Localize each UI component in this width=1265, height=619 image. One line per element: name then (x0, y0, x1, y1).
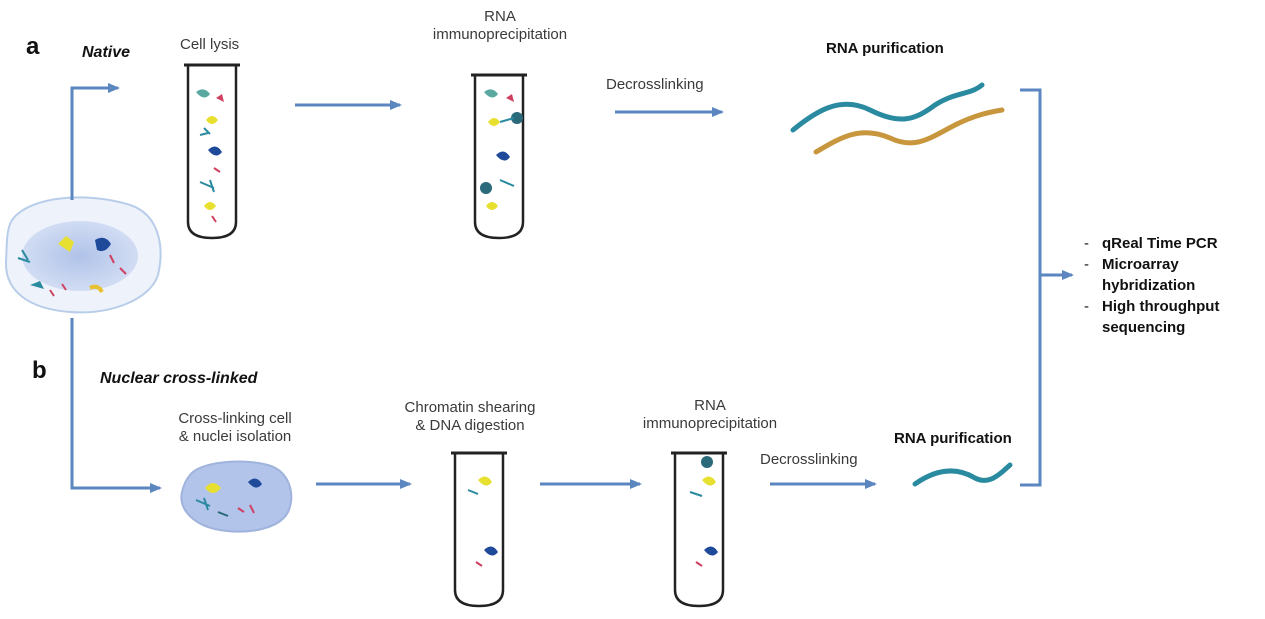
label-rna-ip-a: RNA immunoprecipitation (432, 8, 568, 43)
tube-rna-ip-a (471, 73, 527, 240)
panel-b-title: Nuclear cross-linked (100, 370, 258, 387)
list-item: -Microarray hybridization (1084, 256, 1196, 294)
label-rna-ip-b: RNA immunoprecipitation (642, 397, 778, 432)
tube-cell-lysis (184, 63, 240, 240)
downstream-analysis-list: -qReal Time PCR -Microarray hybridizatio… (1082, 233, 1219, 338)
panel-b-letter: b (32, 357, 47, 384)
merge-bracket (1020, 88, 1074, 487)
purified-rna-strand-b (912, 462, 1013, 487)
panel-a-letter: a (26, 33, 40, 60)
purified-rna-strands-a (790, 82, 1005, 155)
panel-b-graphics (180, 451, 1013, 608)
crosslinked-nucleus (180, 460, 293, 533)
panel-a-title: Native (82, 44, 131, 61)
label-chromatin-shearing: Chromatin shearing & DNA digestion (404, 399, 536, 434)
branch-connectors (70, 83, 162, 493)
list-item: -qReal Time PCR (1084, 235, 1218, 252)
label-decrosslinking-a: Decrosslinking (606, 76, 704, 93)
panel-a-graphics (184, 63, 1005, 240)
tube-chromatin-shearing (451, 451, 507, 608)
list-item: -High throughput sequencing (1084, 298, 1220, 336)
label-decrosslinking-b: Decrosslinking (760, 451, 858, 468)
label-rna-purification-b: RNA purification (894, 430, 1012, 447)
tube-rna-ip-b (671, 451, 727, 608)
label-crosslinking: Cross-linking cell & nuclei isolation (178, 410, 292, 445)
start-cell-illustration (4, 196, 162, 314)
label-rna-purification-a: RNA purification (826, 40, 944, 57)
label-cell-lysis: Cell lysis (180, 36, 240, 53)
